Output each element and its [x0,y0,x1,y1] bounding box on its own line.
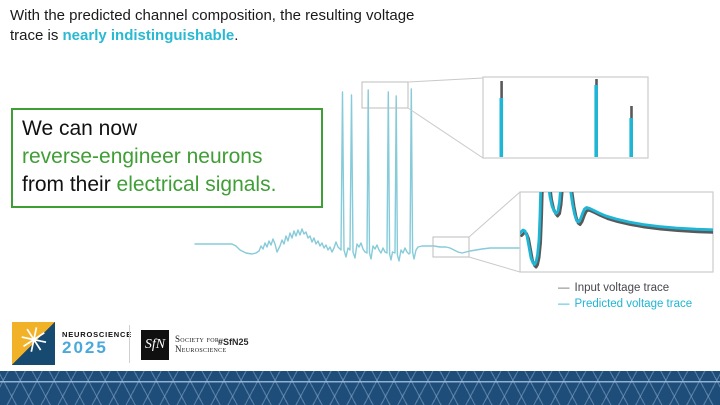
legend-input-label: Input voltage trace [574,282,670,294]
zoom-rect-decay [432,236,470,258]
neuron-starburst-icon: ✳ [15,322,52,363]
connector-line [468,256,521,273]
conference-year: 2025 [62,338,108,357]
header-line-2: trace is nearly indistinguishable. [10,27,239,44]
neuroscience-2025-wordmark: NEUROSCIENCE 2025 [62,330,132,356]
conference-name: NEUROSCIENCE [62,330,133,339]
society-line-2: Neuroscience [175,344,227,354]
callout-line-2: reverse-engineer neurons [22,145,263,168]
zoom-rect-spike-peaks [361,81,409,109]
legend-predicted-label: Predicted voltage trace [574,297,693,310]
neuroscience-2025-logo: ✳ [12,322,55,365]
footer: ✳ NEUROSCIENCE 2025 SfN Society for Neur… [0,318,720,370]
legend-predicted-row: — Predicted voltage trace [558,297,692,313]
hashtag: #SfN25 [218,337,249,347]
teal-highlight-text: nearly indistinguishable [62,27,235,44]
input-line-swatch: — [558,282,570,294]
connector-line [407,107,484,159]
footer-divider [129,325,130,363]
connector-line [468,191,521,238]
legend-input-row: — Input voltage trace [558,281,692,297]
callout-line-1: We can now [22,117,138,140]
connector-line [407,77,484,83]
header-statement: With the predicted channel composition, … [10,6,530,46]
header-line-1: With the predicted channel composition, … [10,7,415,24]
sfn-logo: SfN [141,330,169,360]
green-highlight-text: electrical signals. [116,173,277,196]
main-voltage-trace [194,88,520,262]
predicted-line-swatch: — [558,297,570,310]
bottom-banner-pattern [0,371,720,405]
inset-input-trace [520,192,713,269]
callout-box: We can now reverse-engineer neurons from… [11,108,323,208]
figure-legend: — Input voltage trace — Predicted voltage … [558,281,692,312]
inset-spike-peaks-box [482,76,649,159]
society-wordmark: Society for Neuroscience [175,334,226,354]
society-line-1: Society for [175,334,220,344]
inset-predicted-spikes [499,85,633,157]
callout-line-3: from their electrical signals. [22,173,277,196]
inset-predicted-trace [520,192,713,266]
